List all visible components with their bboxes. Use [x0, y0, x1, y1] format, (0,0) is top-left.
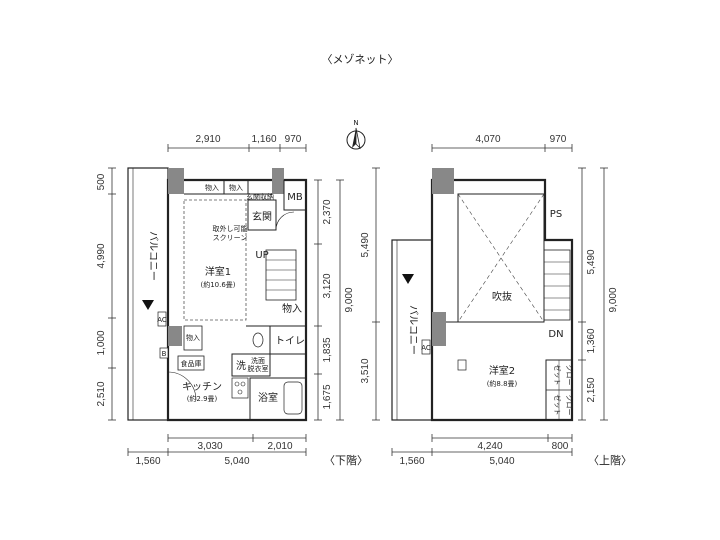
lower-floor-caption: 〈下階〉 [324, 453, 368, 467]
entrance-storage: 玄関収納 [246, 192, 274, 201]
lower-dim-top-2: 1,160 [251, 134, 276, 145]
upper-column-1 [432, 168, 454, 194]
lower-balcony [127, 167, 169, 421]
wash-label: 洗 [236, 360, 246, 372]
north-label: N [353, 119, 358, 127]
entrance-label: 玄関 [252, 210, 272, 223]
upper-outer-wall [430, 178, 574, 422]
lower-column-2 [168, 326, 182, 346]
upper-dim-bottom-4: 5,040 [489, 456, 514, 467]
lower-dim-mid-4: 1,675 [322, 384, 333, 409]
upper-balcony-down-arrow-icon [402, 274, 414, 284]
lower-ac-box [157, 311, 167, 327]
toilet-icon [252, 332, 264, 348]
stairs-down-label: DN [548, 329, 563, 340]
lower-balcony-label: バルコニー [147, 231, 159, 281]
upper-floor-plan: 4,070 970 5,490 3,510 5,490 1,360 2,150 … [360, 134, 632, 467]
lower-storage-3: 物入 [282, 302, 302, 315]
lower-dim-mid-3: 1,835 [322, 337, 333, 362]
lower-dim-top-3: 970 [285, 134, 302, 145]
ps-label: PS [550, 209, 562, 220]
upper-dim-top-2: 970 [550, 134, 567, 145]
lower-dim-bottom-1: 3,030 [197, 441, 222, 452]
lower-column-1 [168, 168, 184, 194]
upper-dim-bottom-2: 800 [552, 441, 569, 452]
kitchen-label: キッチン [182, 381, 222, 393]
balcony-down-arrow-icon [142, 300, 154, 310]
upper-dim-mid-3: 2,150 [586, 377, 597, 402]
north-arrow-icon: N [346, 119, 366, 150]
closet2-label-b: ゼット [553, 395, 562, 416]
upper-dim-top-1: 4,070 [475, 134, 500, 145]
washroom-label-1: 洗面 [251, 356, 265, 365]
upper-dim-mid-2: 1,360 [586, 328, 597, 353]
upper-dim-left-2: 3,510 [360, 358, 371, 383]
bedroom2-label: 洋室2 [489, 364, 515, 377]
lower-dim-bottom-3: 1,560 [135, 456, 160, 467]
washroom-label-2: 脱衣室 [248, 364, 269, 373]
stairs-up-label: UP [255, 250, 268, 261]
lower-storage-4: 物入 [186, 333, 200, 342]
stove-icon [231, 377, 249, 399]
lower-dim-bottom-2: 2,010 [267, 441, 292, 452]
void-label: 吹抜 [492, 290, 512, 303]
lower-b-label: B [162, 350, 167, 358]
closet1-label: クロー [565, 365, 573, 386]
lower-dim-mid-2: 3,120 [322, 273, 333, 298]
lower-dim-mid-1: 2,370 [322, 199, 333, 224]
lower-column-3 [272, 168, 284, 194]
closet2-label: クロー [565, 395, 573, 416]
plan-title: 〈メゾネット〉 [322, 53, 399, 66]
lower-dim-right: 9,000 [344, 287, 355, 312]
upper-floor-caption: 〈上階〉 [588, 453, 632, 467]
closet1-label-b: ゼット [553, 365, 562, 386]
bedroom1-area: (約10.6畳) [200, 280, 235, 289]
upper-dim-right: 9,000 [608, 287, 619, 312]
screen-label-2: スクリーン [213, 234, 248, 242]
upper-dim-mid-1: 5,490 [586, 249, 597, 274]
mb-label: MB [287, 192, 303, 203]
lower-dim-left-2: 4,990 [96, 243, 107, 268]
bedroom2-area: (約8.8畳) [487, 379, 518, 388]
lower-dim-left-3: 1,000 [96, 330, 107, 355]
bath-label: 浴室 [258, 391, 278, 404]
lower-storage-2: 物入 [229, 183, 243, 192]
lower-storage-1: 物入 [205, 183, 219, 192]
lower-dim-left-1: 500 [96, 173, 107, 190]
upper-balcony-label: バルコニー [407, 305, 419, 355]
bedroom1-label: 洋室1 [205, 265, 231, 278]
removable-screen [183, 199, 247, 321]
screen-label-1: 取外し可能 [213, 224, 248, 233]
bathtub-icon [283, 381, 303, 415]
upper-dim-bottom-1: 4,240 [477, 441, 502, 452]
kitchen-area: (約2.9畳) [187, 394, 218, 403]
lower-dim-bottom-4: 5,040 [224, 456, 249, 467]
upper-dim-bottom-3: 1,560 [399, 456, 424, 467]
upper-column-2 [432, 312, 446, 346]
pantry-label: 食品庫 [181, 359, 202, 368]
toilet-label: トイレ [275, 336, 305, 347]
lower-dim-top-1: 2,910 [195, 134, 220, 145]
upper-dim-left-1: 5,490 [360, 232, 371, 257]
lower-ac-label: AC [157, 316, 167, 324]
upper-ac-label: AC [421, 344, 431, 352]
lower-floor-plan: 2,910 1,160 970 500 4,990 1,000 2,510 2,… [96, 134, 368, 467]
lower-dim-left-4: 2,510 [96, 381, 107, 406]
